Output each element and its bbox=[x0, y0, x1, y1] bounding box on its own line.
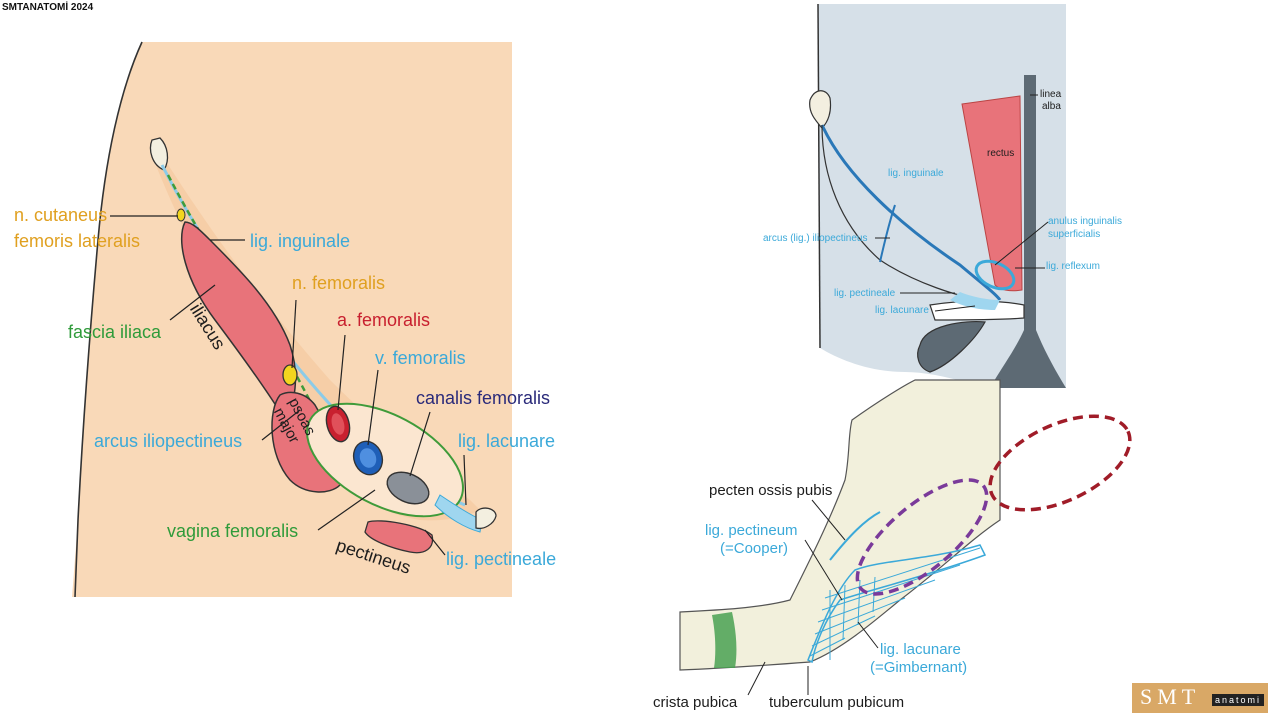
ptr-v-femoralis bbox=[367, 369, 379, 446]
tr-arcus-vert bbox=[879, 204, 896, 263]
label-n-cutaneus-1: n. cutaneus bbox=[14, 205, 108, 225]
tr-linea-alba bbox=[1024, 75, 1036, 375]
label-n-femoralis: n. femoralis bbox=[292, 273, 386, 293]
label-rectus: rectus bbox=[987, 148, 1015, 159]
pectineus-muscle bbox=[364, 520, 434, 554]
label-anulus-1: anulus inguinalis bbox=[1048, 216, 1122, 227]
label-n-cutaneus-2: femoris lateralis bbox=[14, 231, 141, 251]
br-ptr-pectineum bbox=[804, 539, 843, 601]
label-v-femoralis: v. femoralis bbox=[375, 348, 466, 368]
ptr-lig-pectineale bbox=[424, 529, 446, 556]
tr-lig-inguinale bbox=[820, 124, 1002, 301]
n-cutaneus-circle bbox=[176, 208, 186, 222]
lig-lacunare-outline bbox=[807, 544, 987, 664]
label-lig-lacunare: lig. lacunare bbox=[458, 431, 556, 451]
v-femoralis-lumen bbox=[359, 448, 377, 468]
logo-sub: anatomi bbox=[1212, 694, 1265, 706]
tr-obturator bbox=[917, 321, 986, 373]
label-canalis-femoralis: canalis femoralis bbox=[416, 388, 551, 408]
label-linea-alba-1: linea bbox=[1040, 89, 1062, 100]
smt-logo: SMT anatomi bbox=[1132, 683, 1268, 713]
label-crista-pubica: crista pubica bbox=[653, 694, 738, 711]
ptr-fascia-iliaca bbox=[169, 284, 216, 321]
label-a-femoralis: a. femoralis bbox=[337, 310, 431, 330]
watermark: SMTANATOMİ 2024 bbox=[2, 2, 94, 13]
tuberculum-left bbox=[475, 507, 497, 530]
br-ptr-lacunare bbox=[857, 621, 879, 649]
label-tuberculum-pubicum: tuberculum pubicum bbox=[769, 694, 905, 711]
bottom-right-diagram-art bbox=[679, 379, 1132, 696]
spina-right bbox=[809, 90, 832, 129]
label-lig-pectineum-2: (=Cooper) bbox=[720, 540, 788, 557]
label-tr-lig-inguinale: lig. inguinale bbox=[888, 168, 944, 179]
label-tr-lig-lacunare: lig. lacunare bbox=[875, 305, 929, 316]
canalis-femoralis-oval bbox=[386, 471, 430, 505]
label-lig-inguinale: lig. inguinale bbox=[250, 231, 351, 251]
label-lig-reflexum: lig. reflexum bbox=[1046, 261, 1100, 272]
label-linea-alba-2: alba bbox=[1042, 101, 1061, 112]
body-contour bbox=[74, 41, 143, 598]
left-diagram-art bbox=[72, 41, 512, 598]
tr-anulus-ring bbox=[974, 259, 1016, 291]
crista-green bbox=[712, 612, 737, 668]
ptr-canalis bbox=[409, 411, 431, 477]
label-tr-arcus: arcus (lig.) iliopectineus bbox=[763, 233, 868, 244]
tr-rectus-muscle bbox=[961, 95, 1023, 292]
label-vagina-femoralis: vagina femoralis bbox=[167, 521, 299, 541]
n-femoralis-circle bbox=[282, 364, 298, 386]
lig-lacunare-fan bbox=[434, 494, 483, 533]
tr-lig-lacunare-fill bbox=[950, 292, 1000, 310]
ptr-a-femoralis bbox=[337, 334, 346, 411]
a-femoralis-lumen bbox=[331, 413, 345, 435]
ptr-lig-lacunare bbox=[463, 454, 467, 506]
abdomen-left-edge bbox=[817, 3, 821, 349]
tr-ptr-anulus bbox=[994, 221, 1049, 266]
lig-lacunare-hatch bbox=[809, 547, 981, 660]
logo-main: SMT bbox=[1140, 684, 1201, 709]
tr-symphysis bbox=[990, 330, 1066, 388]
lig-pectineum-line bbox=[829, 511, 881, 561]
tr-ptr-lacunare bbox=[934, 305, 976, 312]
red-dashed-ellipse bbox=[988, 414, 1132, 512]
outside-body bbox=[72, 42, 142, 597]
label-tr-lig-pectineale: lig. pectineale bbox=[834, 288, 896, 299]
pubic-bone bbox=[679, 379, 1001, 671]
label-pecten-ossis-pubis: pecten ossis pubis bbox=[709, 482, 833, 499]
label-fascia-iliaca: fascia iliaca bbox=[68, 322, 162, 342]
label-br-lig-lacunare-2: (=Gimbernant) bbox=[870, 659, 968, 676]
label-anulus-2: superficialis bbox=[1048, 229, 1101, 240]
br-ptr-crista bbox=[747, 661, 766, 696]
label-arcus-iliopectineus: arcus iliopectineus bbox=[94, 431, 243, 451]
label-br-lig-lacunare-1: lig. lacunare bbox=[880, 641, 961, 658]
br-ptr-pecten bbox=[811, 499, 846, 541]
ptr-n-femoralis bbox=[291, 299, 297, 369]
top-right-diagram-art bbox=[809, 3, 1066, 388]
ptr-vagina bbox=[317, 489, 376, 531]
label-lig-pectineum-1: lig. pectineum bbox=[705, 522, 798, 539]
label-lig-pectineale: lig. pectineale bbox=[446, 549, 557, 569]
purple-dashed-ellipse bbox=[855, 478, 989, 596]
ptr-arcus bbox=[261, 409, 301, 441]
